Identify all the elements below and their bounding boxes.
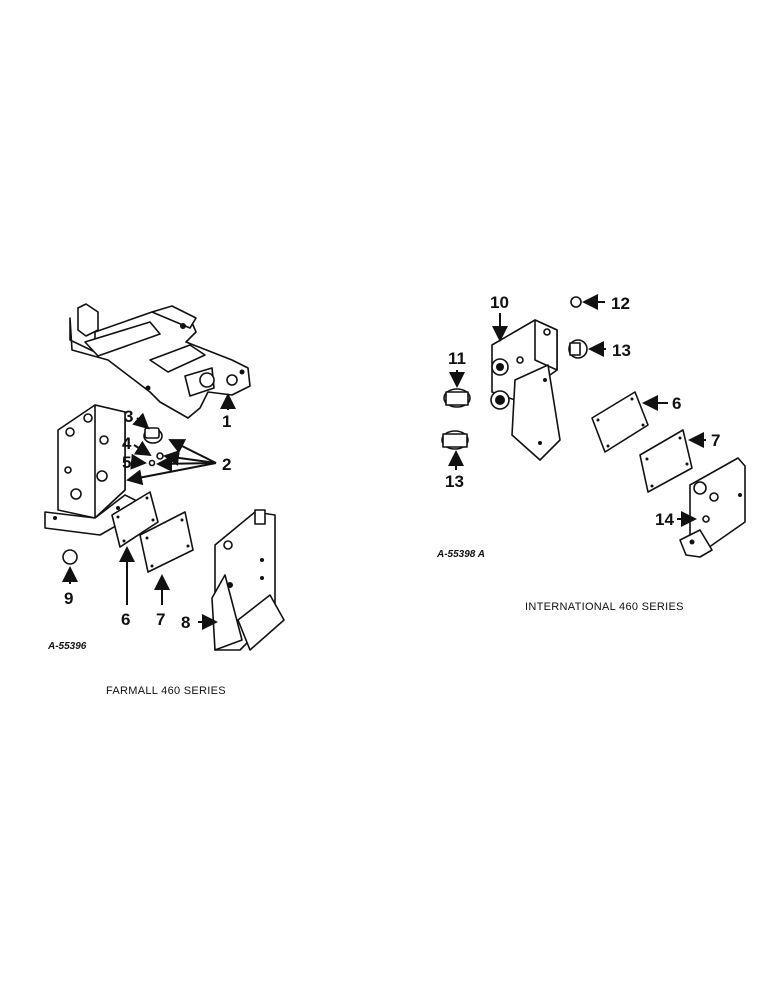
international-bracket-14: [679, 457, 746, 558]
international-caption: INTERNATIONAL 460 SERIES: [525, 601, 684, 613]
callout-3: 3: [124, 407, 133, 426]
callout-7-international: 7: [711, 431, 720, 450]
farmall-o-ring-9: [62, 549, 78, 565]
callout-5: 5: [122, 453, 131, 472]
farmall-caption: FARMALL 460 SERIES: [106, 685, 226, 697]
farmall-cover-7: [139, 511, 194, 573]
callout-4: 4: [122, 434, 132, 453]
callout-12: 12: [611, 294, 630, 313]
callout-6: 6: [121, 610, 130, 629]
callout-1: 1: [222, 412, 231, 431]
callout-6-international: 6: [672, 394, 681, 413]
international-plug-12: [570, 296, 582, 308]
international-plug-13-upper: [568, 339, 588, 359]
farmall-valve-body: [44, 404, 136, 536]
farmall-plug-3: [143, 427, 163, 444]
international-gasket-6: [591, 391, 649, 453]
farmall-bracket-8: [211, 509, 285, 651]
international-plug-11: [443, 388, 471, 408]
callout-9: 9: [64, 589, 73, 608]
callout-7: 7: [156, 610, 165, 629]
international-cover-7: [639, 429, 693, 493]
callout-2: 2: [222, 455, 231, 474]
farmall-gasket-6: [111, 491, 159, 548]
international-leaders: [448, 294, 706, 527]
farmall-drawing-number: A-55396: [47, 641, 87, 652]
international-drawing-number: A-55398 A: [436, 549, 485, 560]
callout-11: 11: [448, 349, 466, 368]
international-plug-13-lower: [441, 430, 469, 450]
farmall-leaders: [62, 393, 236, 630]
callout-14: 14: [655, 510, 674, 529]
farmall-hitch-housing: [69, 303, 251, 419]
international-valve-body-10: [490, 319, 561, 461]
callout-13-lower: 13: [445, 472, 464, 491]
callout-13-upper: 13: [612, 341, 631, 360]
callout-10: 10: [490, 293, 509, 312]
callout-8: 8: [181, 613, 190, 632]
